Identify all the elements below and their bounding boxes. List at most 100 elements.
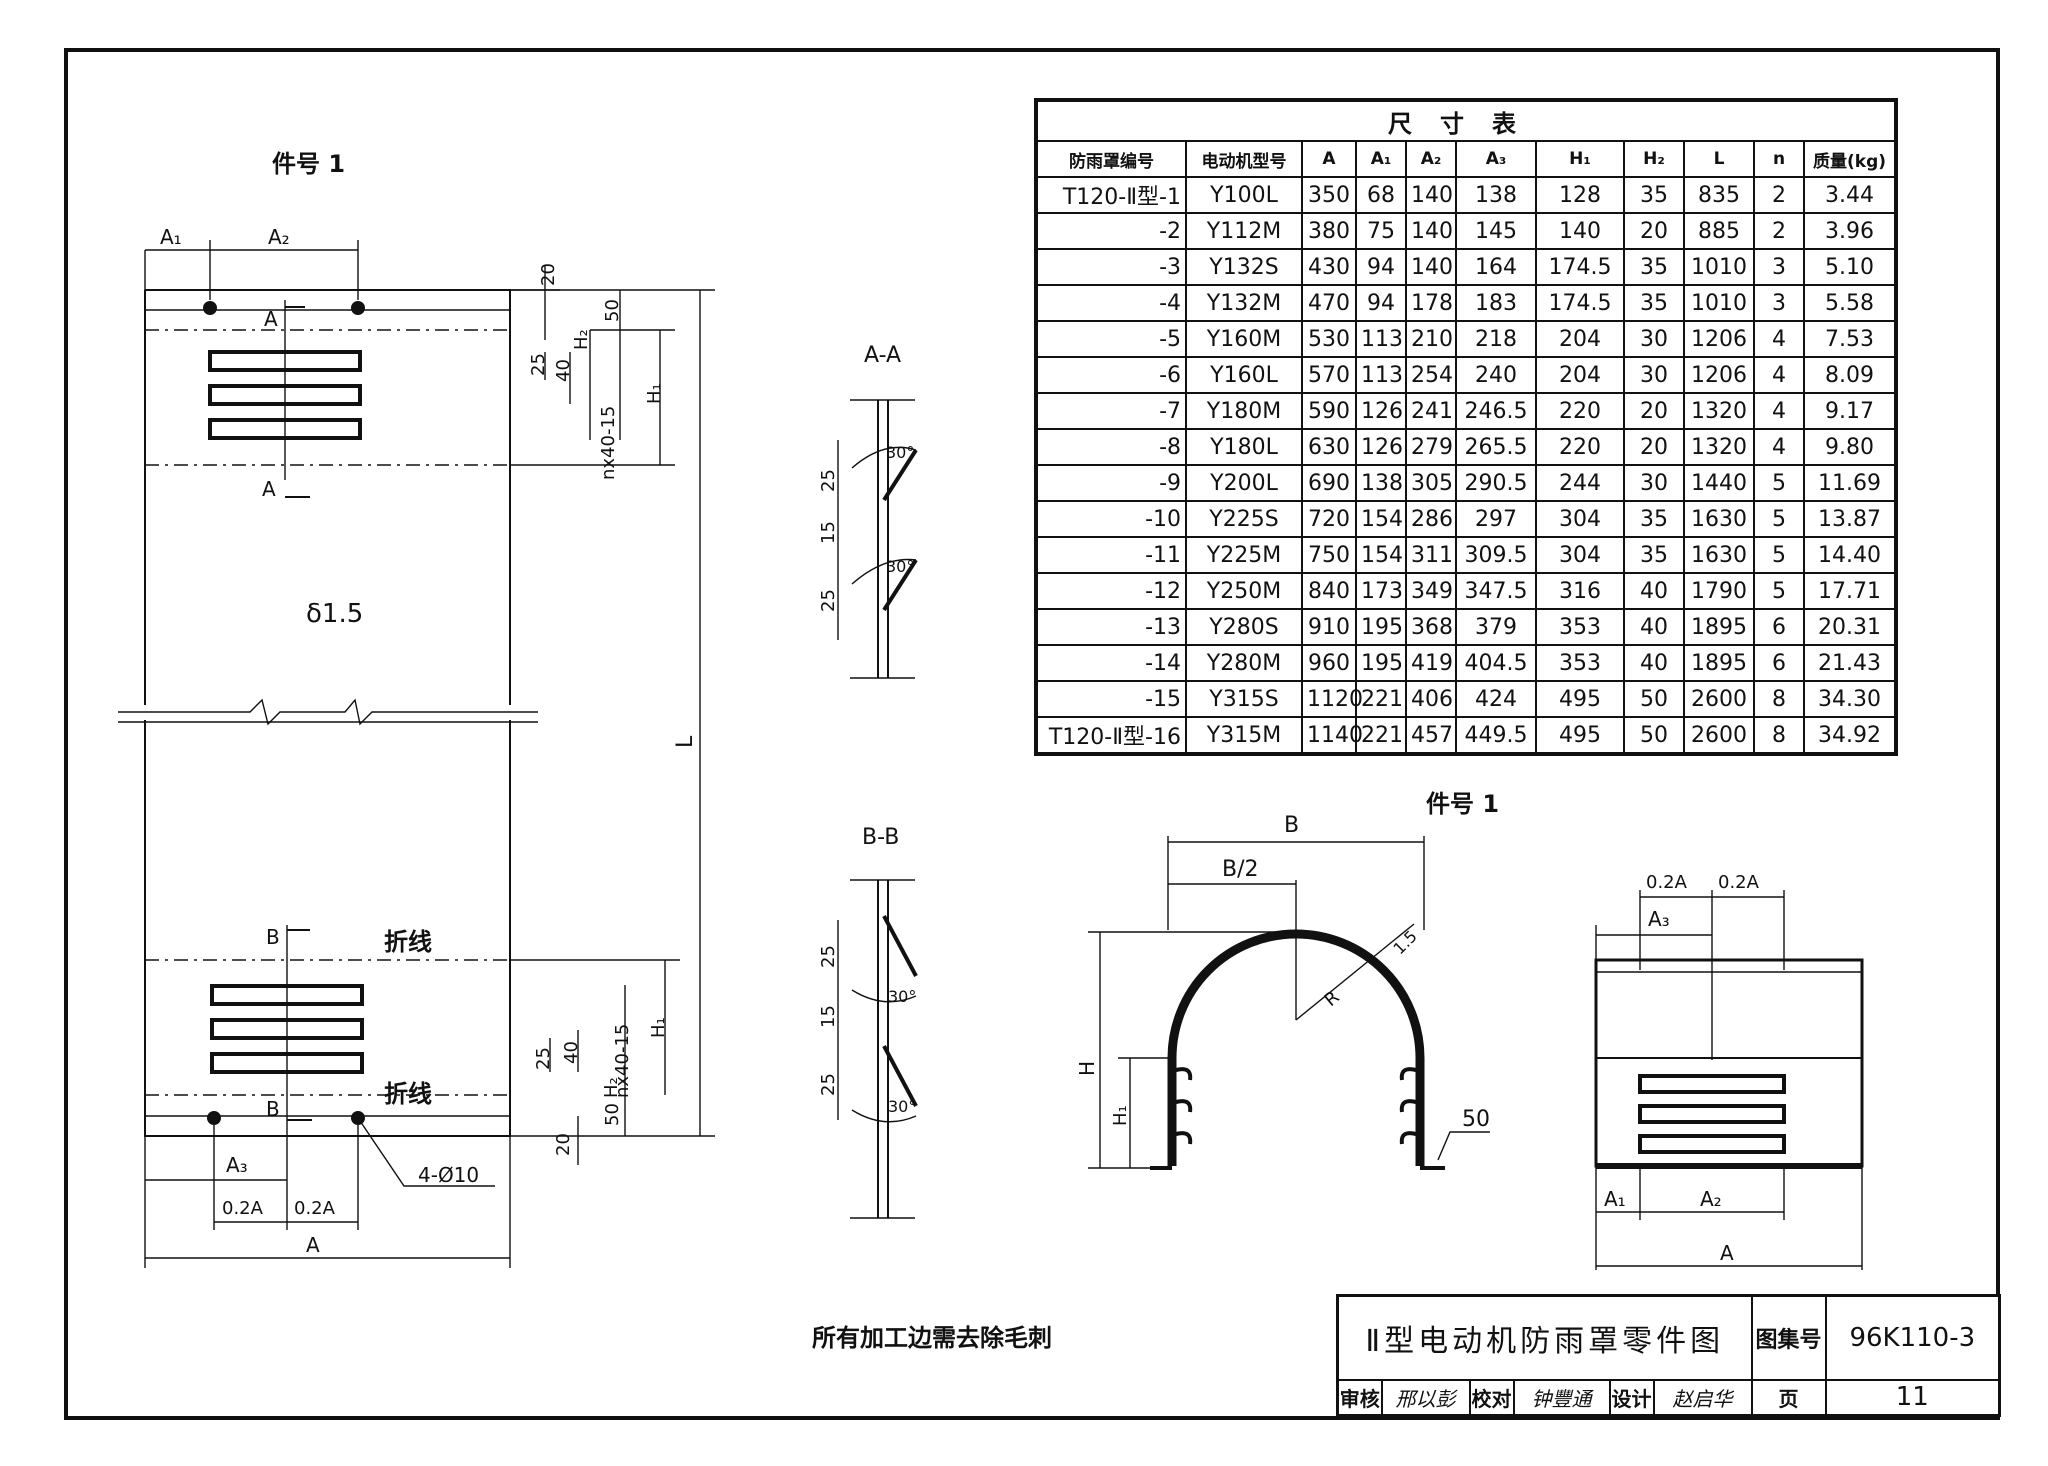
dim-h2-bottom: H₂ bbox=[601, 1077, 622, 1098]
table-cell: 1895 bbox=[1683, 644, 1755, 682]
table-cell: 1010 bbox=[1683, 284, 1755, 322]
table-cell: 204 bbox=[1535, 320, 1625, 358]
page-number: 11 bbox=[1824, 1378, 2001, 1417]
table-cell: 3.96 bbox=[1802, 212, 1898, 250]
col-header: 质量(kg) bbox=[1802, 140, 1898, 178]
table-cell: 138 bbox=[1355, 464, 1407, 502]
front-view: 件号 1 B B/2 R 1.5 H H₁ 50 bbox=[1075, 790, 1499, 1170]
table-cell: 419 bbox=[1405, 644, 1457, 682]
col-header: H₁ bbox=[1535, 140, 1625, 178]
table-cell: 304 bbox=[1535, 536, 1625, 574]
dim-b: B bbox=[1284, 813, 1299, 838]
table-cell: 885 bbox=[1683, 212, 1755, 250]
designer-signature: 赵启华 bbox=[1652, 1378, 1753, 1417]
row-code-cell: -4 bbox=[1035, 284, 1187, 322]
table-cell: 5.10 bbox=[1802, 248, 1898, 286]
fold-line-label-top: 折线 bbox=[384, 928, 432, 956]
dim-thickness-15: 1.5 bbox=[1389, 927, 1420, 958]
table-cell: 17.71 bbox=[1802, 572, 1898, 610]
dim-a3-left: A₃ bbox=[226, 1153, 248, 1177]
table-cell: 50 bbox=[1623, 680, 1685, 718]
table-cell: 3 bbox=[1753, 248, 1805, 286]
table-cell: Y160L bbox=[1185, 356, 1303, 394]
table-cell: 9.80 bbox=[1802, 428, 1898, 466]
table-cell: 8 bbox=[1753, 716, 1805, 755]
table-cell: 430 bbox=[1301, 248, 1357, 286]
bolt-hole bbox=[351, 301, 365, 315]
dim-15-bb: 15 bbox=[818, 1005, 839, 1028]
table-cell: 750 bbox=[1301, 536, 1357, 574]
table-cell: 220 bbox=[1535, 428, 1625, 466]
table-cell: 1320 bbox=[1683, 392, 1755, 430]
table-cell: 2 bbox=[1753, 176, 1805, 214]
table-cell: 1790 bbox=[1683, 572, 1755, 610]
table-cell: Y160M bbox=[1185, 320, 1303, 358]
side-view: 0.2A 0.2A A₃ A₁ A₂ A bbox=[1594, 872, 1864, 1270]
table-cell: 311 bbox=[1405, 536, 1457, 574]
table-cell: 380 bbox=[1301, 212, 1357, 250]
reviewer-signature: 邢以彭 bbox=[1380, 1378, 1471, 1417]
table-cell: 140 bbox=[1405, 212, 1457, 250]
table-cell: 1206 bbox=[1683, 356, 1755, 394]
table-cell: 1206 bbox=[1683, 320, 1755, 358]
dim-a1-right: A₁ bbox=[1604, 1187, 1626, 1211]
table-cell: 140 bbox=[1405, 248, 1457, 286]
table-header-row: 防雨罩编号 电动机型号 A A₁ A₂ A₃ H₁ H₂ L n 质量(kg) bbox=[1035, 140, 1898, 178]
table-cell: 7.53 bbox=[1802, 320, 1898, 358]
table-cell: 630 bbox=[1301, 428, 1357, 466]
row-code-cell: T120-Ⅱ型-16 bbox=[1035, 716, 1187, 755]
table-cell: 40 bbox=[1623, 644, 1685, 682]
table-cell: 195 bbox=[1355, 644, 1407, 682]
table-cell: 305 bbox=[1405, 464, 1457, 502]
atlas-label: 图集号 bbox=[1750, 1294, 1827, 1381]
table-cell: 68 bbox=[1355, 176, 1407, 214]
table-cell: 154 bbox=[1355, 500, 1407, 538]
table-cell: 1140 bbox=[1301, 716, 1363, 755]
angle-label-bb-1: 30° bbox=[888, 987, 916, 1006]
table-cell: 254 bbox=[1405, 356, 1457, 394]
col-header: A₃ bbox=[1455, 140, 1537, 178]
table-cell: 690 bbox=[1301, 464, 1357, 502]
dim-h1-bottom: H₁ bbox=[648, 1017, 669, 1038]
row-code-cell: -14 bbox=[1035, 644, 1187, 682]
table-cell: 2600 bbox=[1683, 716, 1755, 755]
col-header: 电动机型号 bbox=[1185, 140, 1303, 178]
table-cell: 35 bbox=[1623, 248, 1685, 286]
dim-a-left: A bbox=[306, 1233, 320, 1257]
table-cell: 30 bbox=[1623, 464, 1685, 502]
table-cell: 35 bbox=[1623, 500, 1685, 538]
table-cell: 50 bbox=[1623, 716, 1685, 755]
table-cell: 20 bbox=[1623, 392, 1685, 430]
col-header: H₂ bbox=[1623, 140, 1685, 178]
dim-a1-top: A₁ bbox=[160, 225, 182, 249]
dim-r: R bbox=[1321, 987, 1344, 1011]
spec-table: 尺寸表 防雨罩编号 电动机型号 A A₁ A₂ A₃ H₁ H₂ L n 质量(… bbox=[1034, 98, 1899, 756]
note-deburr: 所有加工边需去除毛刺 bbox=[812, 1324, 1052, 1352]
dim-20-bottom: 20 bbox=[553, 1133, 574, 1156]
table-cell: 2600 bbox=[1683, 680, 1755, 718]
table-cell: 4 bbox=[1753, 356, 1805, 394]
dim-a3-right: A₃ bbox=[1648, 907, 1670, 931]
dim-02a-left-2: 0.2A bbox=[294, 1198, 336, 1219]
table-cell: 173 bbox=[1355, 572, 1407, 610]
row-code-cell: -2 bbox=[1035, 212, 1187, 250]
table-cell: 204 bbox=[1535, 356, 1625, 394]
dim-nx-bottom: nx40-15 bbox=[612, 1024, 633, 1098]
row-code-cell: -3 bbox=[1035, 248, 1187, 286]
louver-slot bbox=[1638, 1104, 1786, 1124]
table-cell: 349 bbox=[1405, 572, 1457, 610]
col-header: n bbox=[1753, 140, 1805, 178]
table-cell: Y225M bbox=[1185, 536, 1303, 574]
table-cell: 140 bbox=[1405, 176, 1457, 214]
table-cell: 145 bbox=[1455, 212, 1537, 250]
table-cell: 240 bbox=[1455, 356, 1537, 394]
table-cell: 347.5 bbox=[1455, 572, 1537, 610]
table-cell: 40 bbox=[1623, 608, 1685, 646]
